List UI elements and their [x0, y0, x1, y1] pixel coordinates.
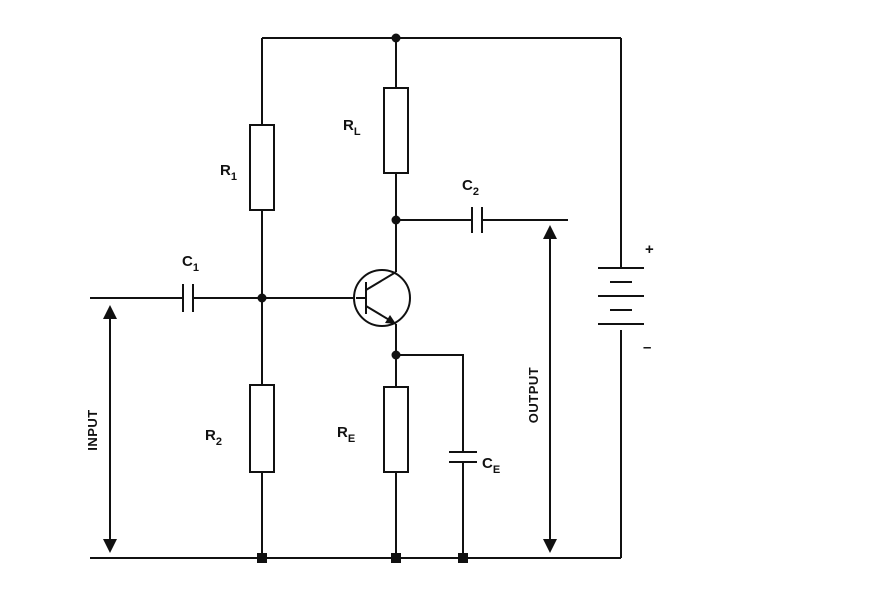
terminal-dot [458, 553, 468, 563]
resistor-rl [383, 87, 409, 174]
junction-dot [391, 215, 401, 225]
output-label: OUTPUT [526, 367, 541, 423]
label-ce: CE [482, 455, 500, 476]
battery-minus-label: – [643, 339, 651, 356]
bypass-wire-top [396, 354, 464, 452]
label-rl: RL [343, 117, 361, 138]
terminal-dot [391, 553, 401, 563]
label-c1: C1 [182, 253, 199, 274]
junction-dot [257, 293, 267, 303]
transistor-npn [353, 269, 411, 327]
label-re: RE [337, 424, 355, 445]
label-c2: C2 [462, 177, 479, 198]
battery-plus-label: + [645, 241, 654, 258]
junction-dot [391, 33, 401, 43]
resistor-r2 [249, 384, 275, 473]
resistor-re [383, 386, 409, 473]
label-r1: R1 [220, 162, 237, 183]
resistor-r1 [249, 124, 275, 211]
input-label: INPUT [85, 409, 100, 451]
label-r2: R2 [205, 427, 222, 448]
terminal-dot [257, 553, 267, 563]
battery-icon [598, 267, 644, 325]
junction-dot [391, 350, 401, 360]
